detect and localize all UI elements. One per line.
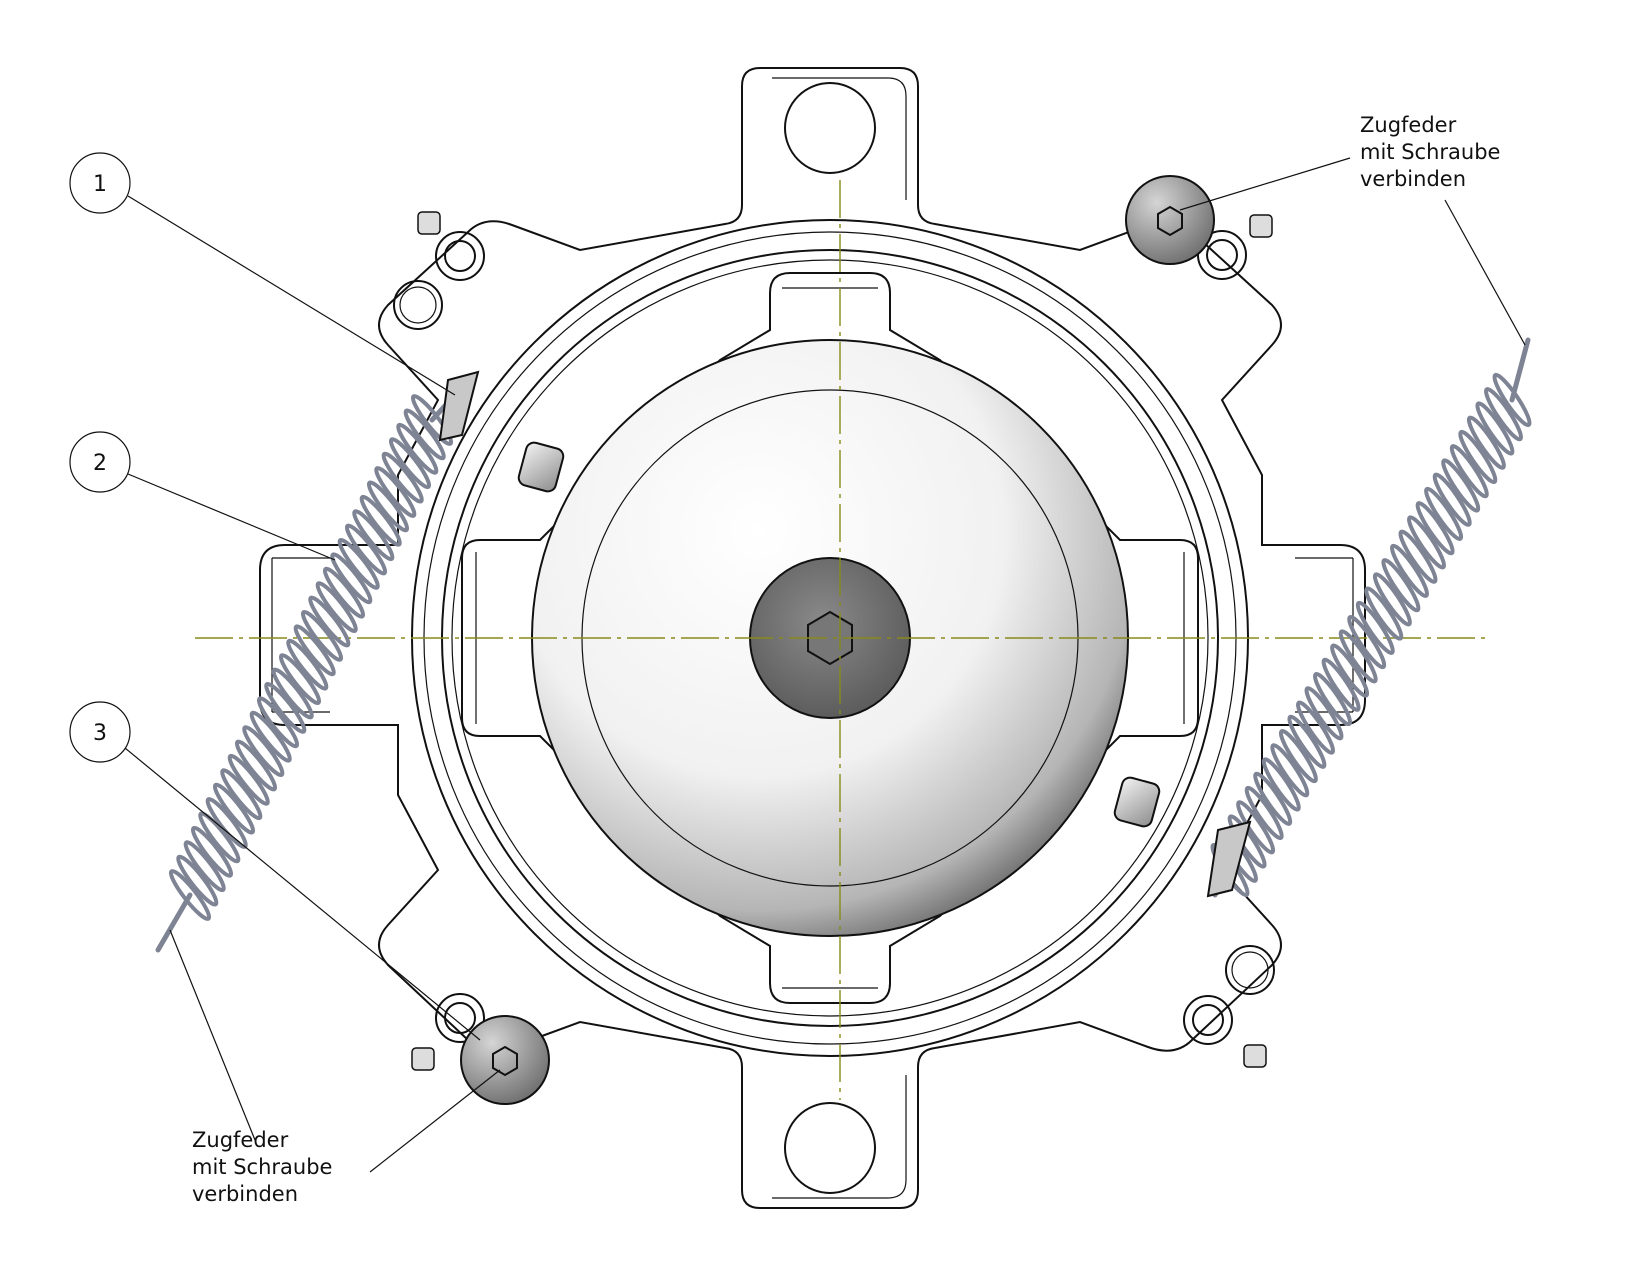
- spring-coil: [1304, 686, 1344, 741]
- annotation-line: mit Schraube: [192, 1155, 333, 1179]
- spring-coil: [293, 624, 336, 677]
- spring-coil: [1278, 729, 1318, 784]
- spring-coil: [278, 653, 322, 706]
- annotation-line: Zugfeder: [1360, 113, 1457, 137]
- spring-coil: [1415, 501, 1455, 556]
- spring-coil: [1261, 757, 1301, 812]
- spring-coil: [352, 509, 395, 562]
- balloon-3: 3: [69, 701, 481, 1041]
- guide-pins: [517, 441, 1161, 828]
- spring-coil: [1492, 372, 1532, 428]
- spring-coil: [300, 609, 344, 662]
- spring-coil: [366, 480, 410, 533]
- annotation-leader-bottom-left-to-screw: [369, 1069, 501, 1173]
- mount-hole-top: [784, 82, 876, 174]
- spring-coil: [234, 739, 278, 792]
- spring-coil: [1364, 586, 1404, 641]
- spring-hook-bracket-right: [1206, 820, 1252, 898]
- spring-coil: [1381, 558, 1421, 613]
- spring-coil: [220, 768, 263, 821]
- screw-bottom-left: [460, 1015, 550, 1105]
- annotation-leader-top-right-to-screw: [1179, 157, 1351, 211]
- spring-coil: [1313, 672, 1352, 727]
- spring-coil: [330, 552, 373, 605]
- spring-coil: [176, 854, 219, 907]
- spring-coil: [1398, 529, 1438, 584]
- balloon-2: 1: [69, 152, 456, 396]
- spring-coil: [396, 422, 439, 475]
- spring-coil: [183, 840, 226, 893]
- inner-bore: [461, 272, 1199, 1004]
- spring-coil: [212, 782, 256, 835]
- annotation-line: mit Schraube: [1360, 140, 1501, 164]
- spring-coil: [249, 710, 292, 763]
- spring-coil: [286, 638, 329, 691]
- spring-coil: [1475, 401, 1515, 456]
- spring-coil: [308, 595, 351, 648]
- annotation-line: verbinden: [192, 1182, 299, 1206]
- spring-coil: [264, 681, 307, 734]
- spring-coil: [198, 811, 241, 864]
- annotation-line: Zugfeder: [192, 1128, 289, 1152]
- annotation-line: verbinden: [1360, 167, 1467, 191]
- spring-coil: [359, 494, 402, 547]
- screw-top-right: [1125, 175, 1215, 265]
- spring-coil: [315, 581, 358, 634]
- spring-coil: [322, 566, 366, 619]
- spring-coil: [1355, 600, 1395, 655]
- spring-coil: [1347, 615, 1387, 670]
- annotation-leader-bottom-left-to-spring: [169, 929, 256, 1141]
- spring-coil: [1270, 743, 1310, 798]
- hex-socket-screw-icon: [807, 610, 853, 666]
- spring-coil: [1449, 444, 1489, 499]
- spring-coil: [1236, 800, 1276, 855]
- spring-coil: [1390, 543, 1429, 598]
- spring-coil: [1432, 472, 1472, 527]
- spring-coil: [1458, 429, 1498, 485]
- annotation-leader-top-right-to-spring: [1444, 199, 1526, 346]
- spring-coil: [1330, 643, 1370, 698]
- spring-coil: [381, 451, 424, 504]
- spring-coil: [256, 696, 300, 749]
- spring-coil: [1338, 629, 1378, 684]
- spring-coil: [1296, 700, 1335, 755]
- spring-hook: [1509, 337, 1531, 403]
- spring-coil: [1466, 415, 1506, 470]
- balloon-1: 2: [69, 431, 336, 561]
- mount-hole-bottom: [784, 1102, 876, 1194]
- tension-spring-icon: [155, 392, 458, 953]
- spring-hook: [155, 892, 193, 953]
- spring-coil: [271, 667, 314, 720]
- spring-coil: [1484, 387, 1523, 442]
- annotation-bottom-left: Zugfeder mit Schraube verbinden: [192, 1127, 332, 1208]
- spring-coil: [388, 437, 432, 490]
- spring-coil: [374, 466, 417, 518]
- spring-coil: [1424, 486, 1464, 541]
- svg-text:2: 2: [93, 451, 107, 476]
- spring-coil: [190, 825, 234, 878]
- svg-text:3: 3: [93, 721, 107, 746]
- spring-coil: [1287, 714, 1327, 769]
- svg-text:1: 1: [93, 172, 107, 197]
- spring-coil: [1253, 771, 1293, 826]
- spring-coil: [337, 537, 380, 590]
- spring-coil: [1244, 785, 1284, 841]
- annotation-top-right: Zugfeder mit Schraube verbinden: [1360, 112, 1500, 193]
- spring-coil: [227, 753, 270, 806]
- spring-coil: [1321, 657, 1361, 712]
- spring-coil: [1372, 572, 1412, 627]
- spring-coil: [1407, 515, 1446, 570]
- spring-hook-bracket-left: [438, 370, 480, 442]
- tension-spring-icon: [1210, 337, 1532, 898]
- spring-coil: [1441, 458, 1481, 513]
- spring-coil: [242, 725, 285, 778]
- spring-coil: [344, 523, 388, 576]
- spring-coil: [403, 408, 446, 461]
